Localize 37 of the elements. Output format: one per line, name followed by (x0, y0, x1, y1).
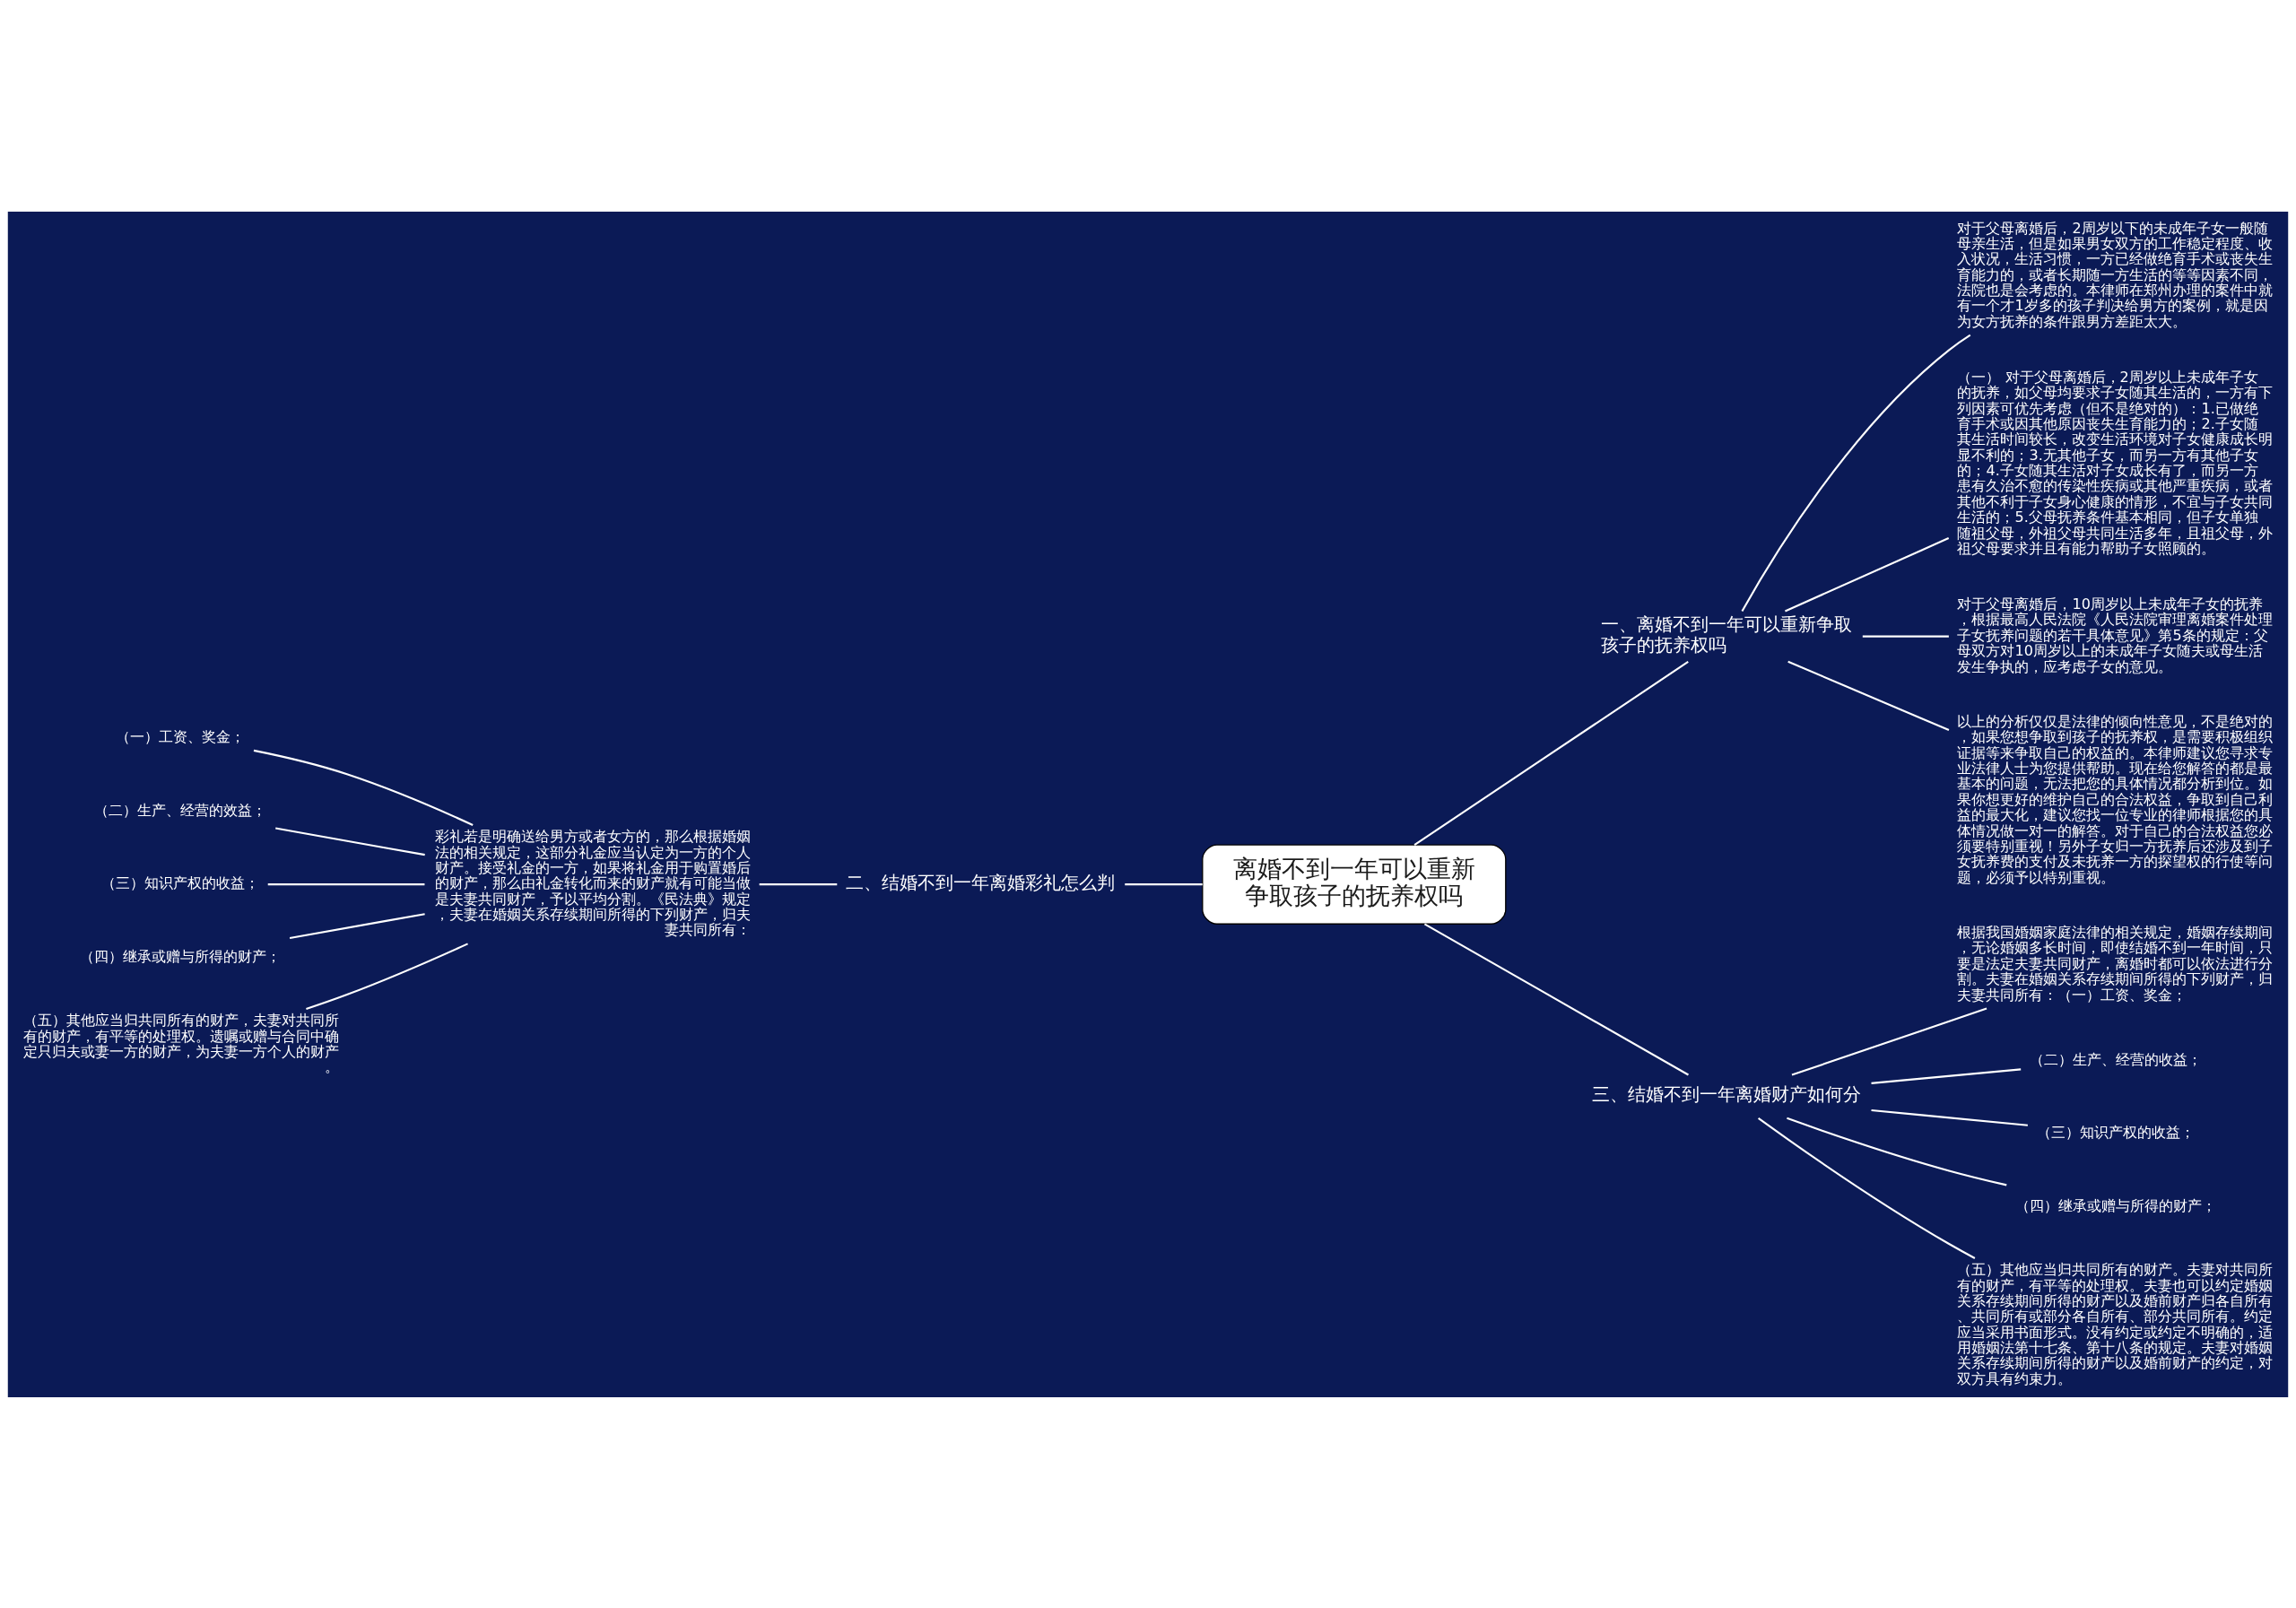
connector (1787, 660, 1950, 731)
connector (253, 749, 474, 826)
connector (1125, 882, 1203, 885)
node-text: 二、结婚不到一年离婚彩礼怎么判 (845, 871, 1115, 893)
node-text: （四）继承或赠与所得的财产； (2014, 1196, 2216, 1214)
connector (1787, 1117, 2007, 1186)
node-text: 一、离婚不到一年可以重新争取孩子的抚养权吗 (1601, 613, 1853, 656)
connector (1791, 1007, 1987, 1076)
connector (759, 882, 838, 885)
connector (1413, 660, 1689, 846)
node-box: 离婚不到一年可以重新争取孩子的抚养权吗 (1202, 843, 1507, 925)
node-text: （五）其他应当归共同所有的财产。夫妻对共同所有的财产，有平等的处理权。夫妻也可以约定婚姻关系存续期间所得的财产以及婚前财产归各自所有、共同所有或部分各自所有、部分共同所有。约定应当采用书面形式。没有约定或约定不明确的，适用婚姻法第十七条、第十八条的规定。夫妻对婚姻关系存续期间所得的财产以及婚前财产的约定，对双方具有约束力。 (1957, 1260, 2274, 1387)
node-text: （三）知识产权的收益； (101, 874, 260, 891)
connector (289, 912, 425, 939)
connector (267, 882, 425, 885)
connector (1871, 1067, 2022, 1084)
node-text: （一） 对于父母离婚后，2周岁以上未成年子女的抚养，如父母均要求子女随其生活的，一方有下列因素可优先考虑（但不是绝对的）：1.已做绝育手术或因其他原因丧失生育能力的；2.子女随其生活时间较长，改变生活环境对子女健康成长明显不利的；3.无其他子女，而另一方有其他子女的；4.子女随其生活对子女成长有了，而另一方患有久治不愈的传染性疾病或其他严重疾病，或者其他不利于子女身心健康的情形，不宜与子女共同生活的；5.父母抚养条件基本相同，但子女单独随祖父母，外祖父母共同生活多年，且祖父母，外祖父母要求并且有能力帮助子女照顾的。 (1957, 368, 2274, 557)
connector (1757, 1117, 1976, 1259)
node-text: 三、结婚不到一年离婚财产如何分 (1592, 1082, 1861, 1105)
node-text: （四）继承或赠与所得的财产； (80, 947, 282, 965)
connector (1785, 536, 1950, 612)
connector (306, 942, 468, 1010)
node-text: （五）其他应当归共同所有的财产，夫妻对共同所有的财产，有平等的处理权。遗嘱或赠与合同中确定只归夫或妻一方的财产，为夫妻一方个人的财产。 (22, 1011, 339, 1075)
node-text: 彩礼若是明确送给男方或者女方的，那么根据婚姻法的相关规定，这部分礼金应当认定为一方的个人财产。接受礼金的一方，如果将礼金用于购置婚后的财产，那么由礼金转化而来的财产就有可能当做是夫妻共同财产，予以平均分割。《民法典》规定，夫妻在婚姻关系存续期间所得的下列财产，归夫妻共同所有： (435, 827, 752, 938)
node-text: （一）工资、奖金； (116, 727, 246, 745)
connector (1871, 1108, 2028, 1126)
connector (1741, 334, 1971, 612)
node-text: （二）生产、经营的效益； (94, 801, 267, 819)
node-text: （二）生产、经营的收益； (2029, 1050, 2202, 1068)
node-text: （三）知识产权的收益； (2036, 1123, 2195, 1141)
node-text: 对于父母离婚后，2周岁以下的未成年子女一般随母亲生活，但是如果男女双方的工作稳定程度、收入状况，生活习惯，一方已经做绝育手术或丧失生育能力的，或者长期随一方生活的等等因素不同，法院也是会考虑的。本律师在郑州办理的案件中就有一个才1岁多的孩子判决给男方的案例，就是因为女方抚养的条件跟男方差距太大。 (1957, 219, 2274, 330)
node-text: 根据我国婚姻家庭法律的相关规定，婚姻存续期间，无论婚姻多长时间，即使结婚不到一年时间，只要是法定夫妻共同财产，离婚时都可以依法进行分割。夫妻在婚姻关系存续期间所得的下列财产，归夫妻共同所有：（一）工资、奖金； (1957, 923, 2274, 1004)
connector (1423, 922, 1689, 1075)
node-text: 以上的分析仅仅是法律的倾向性意见，不是绝对的，如果您想争取到孩子的抚养权，是需要积极组织证据等来争取自己的权益的。本律师建议您寻求专业法律人士为您提供帮助。现在给您解答的都是最基本的问题，无法把您的具体情况都分析到位。如果你想更好的维护自己的合法权益，争取到自己利益的最大化，建议您找一位专业的律师根据您的具体情况做一对一的解答。对于自己的合法权益您必须要特别重视！另外子女归一方抚养后还涉及到子女抚养费的支付及未抚养一方的探望权的行使等问题，必须予以特别重视。 (1957, 712, 2274, 886)
connector (1862, 635, 1949, 638)
node-text: 对于父母离婚后，10周岁以上未成年子女的抚养，根据最高人民法院《人民法院审理离婚案件处理子女抚养问题的若干具体意见》第5条的规定：父母双方对10周岁以上的未成年子女随夫或母生活发生争执的，应考虑子女的意见。 (1957, 595, 2274, 674)
connector (275, 826, 425, 856)
